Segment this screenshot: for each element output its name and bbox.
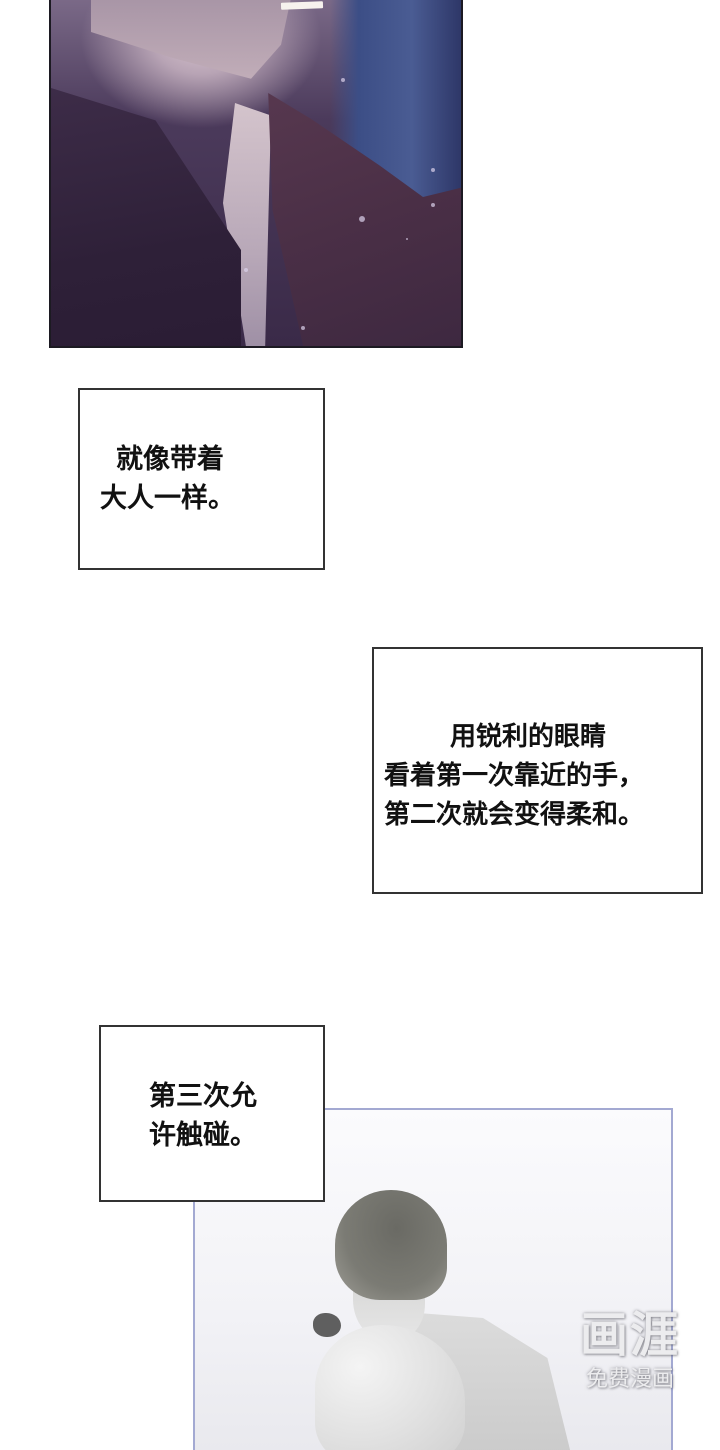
snowflake (431, 168, 435, 172)
cigarette (280, 1, 324, 10)
character-jaw (91, 0, 291, 79)
caption-line: 大人一样。 (100, 483, 235, 514)
snowflake (341, 78, 345, 82)
watermark-subtitle: 免费漫画 (585, 1367, 674, 1392)
caption-line: 第二次就会变得柔和。 (384, 800, 645, 830)
caption-box: 第三次允 许触碰。 (99, 1025, 325, 1202)
white-dog (315, 1325, 465, 1450)
snowflake (359, 216, 365, 222)
caption-line: 许触碰。 (149, 1120, 257, 1151)
snowflake (244, 268, 248, 272)
caption-line: 用锐利的眼睛 (450, 722, 607, 752)
coat-collar (268, 93, 461, 346)
snowflake (406, 238, 408, 240)
caption-line: 就像带着 (116, 444, 224, 475)
caption-line: 第三次允 (149, 1081, 257, 1112)
watermark: 画涯 免费漫画 (565, 1305, 695, 1410)
comic-panel-night-smoking (49, 0, 463, 348)
coat-left-side (51, 88, 241, 346)
caption-box: 用锐利的眼睛 看着第一次靠近的手， 第二次就会变得柔和。 (372, 647, 703, 894)
snowflake (431, 203, 435, 207)
caption-box: 就像带着 大人一样。 (78, 388, 325, 570)
snowflake (301, 326, 305, 330)
dog-nose (313, 1313, 341, 1337)
caption-line: 看着第一次靠近的手， (384, 761, 645, 791)
character-hair (335, 1190, 447, 1300)
watermark-logo: 画涯 (579, 1307, 680, 1363)
